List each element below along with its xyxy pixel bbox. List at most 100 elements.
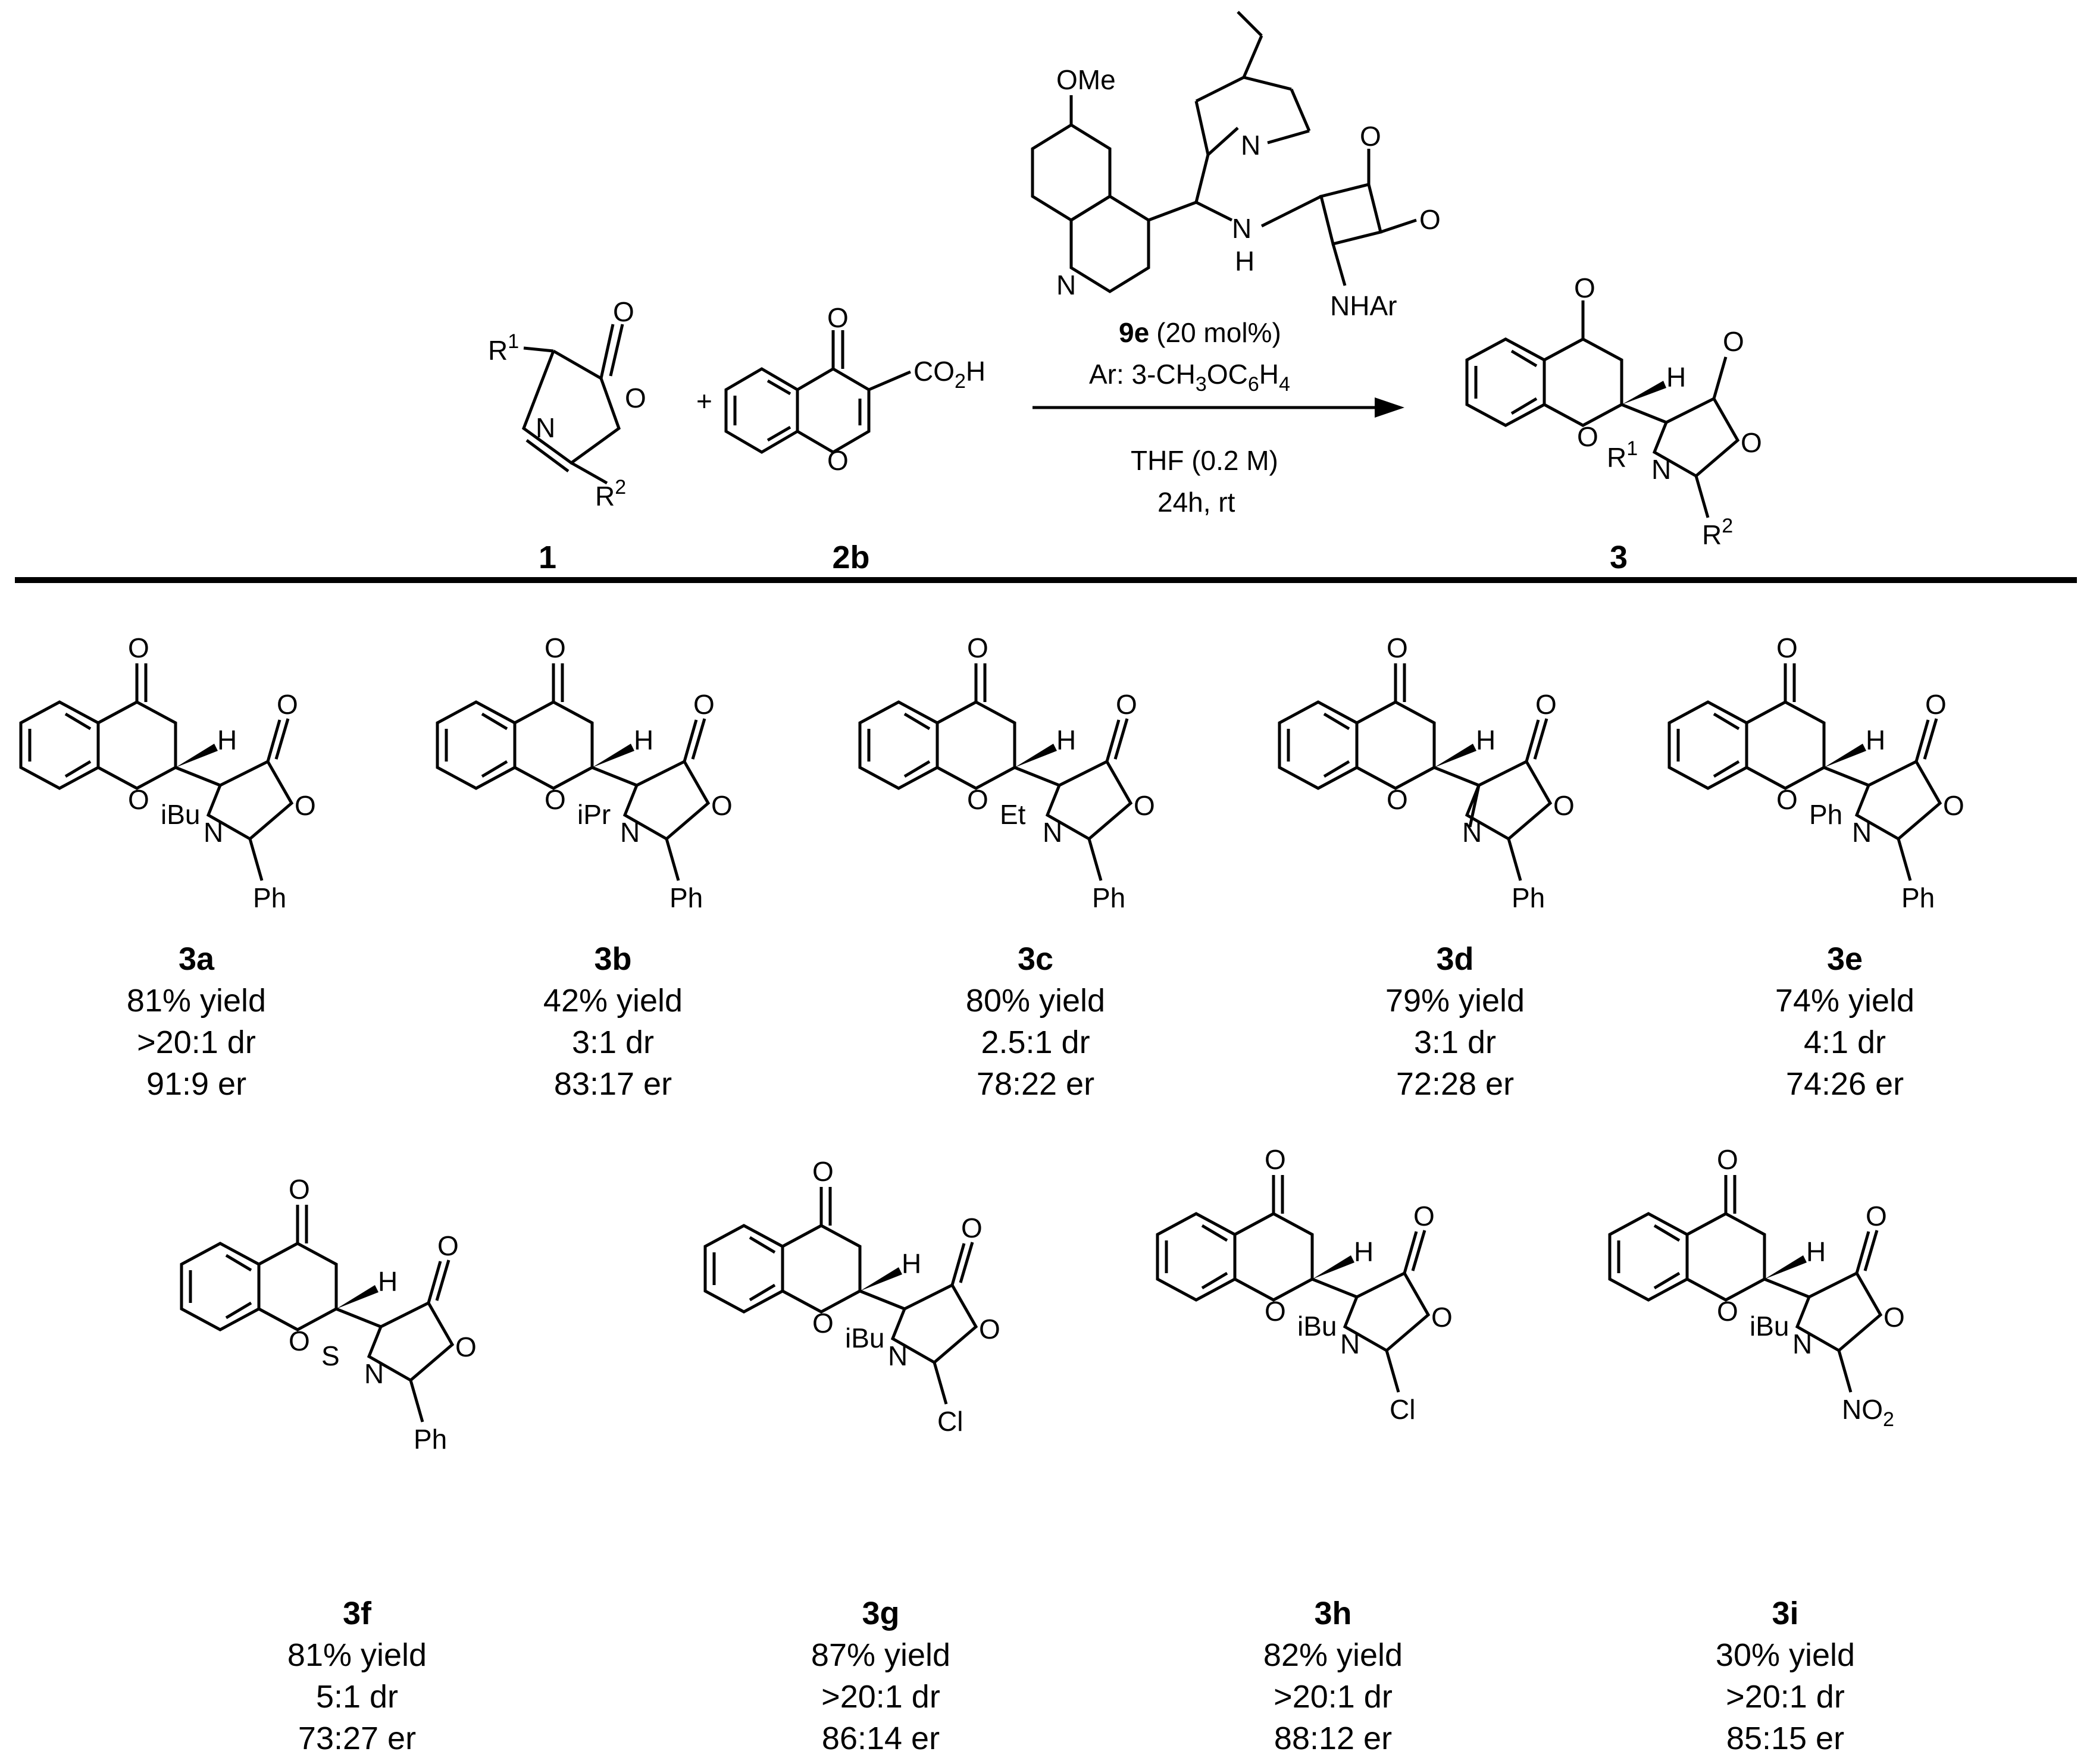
- double-bond: [481, 760, 508, 778]
- benzene-ring: [1667, 700, 1748, 790]
- plus-sign: +: [696, 386, 712, 416]
- er-value: 74:26 er: [1786, 1066, 1904, 1102]
- benzene-ring: [1278, 700, 1359, 790]
- double-bond: [1653, 1224, 1681, 1242]
- reactant-1-r1: R1: [488, 330, 519, 366]
- er-value: 91:9 er: [146, 1066, 246, 1102]
- stereo-wedge: [1434, 744, 1476, 767]
- oxazolone-n: N: [888, 1340, 908, 1371]
- ring-o: O: [1776, 784, 1798, 815]
- r1-substituent: Et: [1000, 799, 1026, 830]
- r2-substituent: Cl: [1390, 1394, 1415, 1425]
- lactone-o: O: [455, 1331, 477, 1362]
- lactone-carbonyl-bond: [959, 1242, 974, 1283]
- double-bond: [749, 1236, 776, 1254]
- r2-substituent: Ph: [1092, 882, 1125, 913]
- c-r2-bond: [1837, 1350, 1853, 1393]
- oxazolone-n: N: [1340, 1329, 1360, 1359]
- lactone-carbonyl-bond: [1105, 719, 1121, 762]
- lactone-o: O: [979, 1314, 1000, 1345]
- ring-o: O: [812, 1308, 834, 1339]
- stereo-wedge: [1824, 744, 1866, 767]
- r2-substituent: Cl: [937, 1406, 963, 1437]
- double-bond: [225, 1254, 252, 1272]
- stereo-wedge: [1312, 1255, 1354, 1279]
- carbonyl-o: O: [1387, 632, 1408, 663]
- double-bond: [481, 712, 508, 731]
- benzene-ring: [19, 700, 100, 790]
- yield-value: 74% yield: [1775, 983, 1914, 1019]
- lactone-carbonyl-o: O: [1866, 1201, 1887, 1232]
- h-atom: H: [634, 725, 653, 756]
- chromanone-ring: [781, 1224, 862, 1314]
- benzene-ring: [180, 1242, 261, 1331]
- compound-label: 3e: [1827, 941, 1863, 977]
- reactant-2-co2h: CO2H: [913, 356, 985, 393]
- c-c-bond: [1312, 1277, 1357, 1299]
- c-r2-bond: [1897, 838, 1912, 881]
- lactone-o: O: [1134, 790, 1155, 821]
- reactant-2-label: 2b: [832, 540, 869, 575]
- dr-value: 3:1 dr: [1414, 1024, 1496, 1060]
- chromanone-ring: [1234, 1212, 1314, 1302]
- catalyst-ome: OMe: [1056, 64, 1116, 95]
- double-bond: [1713, 760, 1740, 778]
- oxazolone-ring: [890, 1283, 978, 1365]
- ring-o: O: [1717, 1296, 1738, 1327]
- r1-substituent: iBu: [1750, 1311, 1789, 1342]
- lactone-carbonyl-bond: [427, 1261, 442, 1304]
- product-3-lactone-carbonyl-o: O: [1723, 326, 1744, 357]
- r2-substituent: Ph: [669, 882, 703, 913]
- compound-label: 3i: [1772, 1596, 1798, 1631]
- r1-substituent: iBu: [845, 1323, 884, 1353]
- stereo-wedge: [336, 1285, 378, 1309]
- lactone-carbonyl-o: O: [1925, 689, 1947, 720]
- chromanone-ring: [1356, 700, 1436, 790]
- benzene-ring: [1608, 1212, 1689, 1302]
- h-atom: H: [378, 1266, 398, 1297]
- lactone-carbonyl-bond: [1525, 719, 1540, 762]
- c-c-bond: [1823, 766, 1869, 787]
- double-bond: [903, 712, 931, 731]
- reactant-2-carbonyl-o: O: [827, 302, 849, 333]
- c-r2-bond: [1507, 838, 1522, 881]
- oxazolone-ring: [206, 759, 294, 841]
- dr-value: 3:1 dr: [572, 1024, 654, 1060]
- oxazolone-n: N: [1792, 1329, 1812, 1359]
- yield-value: 30% yield: [1716, 1637, 1855, 1673]
- reactant-1-carbonyl-o: O: [613, 296, 634, 327]
- dr-value: >20:1 dr: [137, 1024, 256, 1060]
- lactone-carbonyl-bond: [1855, 1231, 1870, 1274]
- reaction-arrow: [1033, 397, 1404, 418]
- h-atom: H: [1354, 1236, 1373, 1267]
- ring-o: O: [967, 784, 988, 815]
- lactone-carbonyl-o: O: [1535, 689, 1557, 720]
- compound-label: 3g: [862, 1596, 899, 1631]
- product-3-h: H: [1666, 362, 1686, 393]
- lactone-carbonyl-bond: [1403, 1231, 1418, 1274]
- double-bond: [64, 760, 92, 778]
- reactant-1-structure: [521, 324, 624, 485]
- yield-value: 82% yield: [1263, 1637, 1403, 1673]
- catalyst-quinuclidine-n: N: [1241, 130, 1260, 161]
- oxazolone-ring: [367, 1301, 455, 1383]
- dr-value: >20:1 dr: [1274, 1679, 1393, 1715]
- oxazolone-ring: [1795, 1271, 1883, 1353]
- stereo-wedge: [860, 1267, 902, 1291]
- lactone-carbonyl-bond: [1923, 718, 1938, 760]
- dr-value: >20:1 dr: [821, 1679, 940, 1715]
- lactone-o: O: [295, 790, 316, 821]
- yield-value: 81% yield: [127, 983, 266, 1019]
- lactone-carbonyl-bond: [266, 719, 281, 762]
- ring-o: O: [545, 784, 566, 815]
- carbonyl-o: O: [1776, 632, 1798, 663]
- double-bond: [1713, 712, 1740, 731]
- chromanone-ring: [1745, 700, 1826, 790]
- double-bond: [903, 760, 931, 778]
- catalyst-quinoline-n: N: [1056, 270, 1076, 300]
